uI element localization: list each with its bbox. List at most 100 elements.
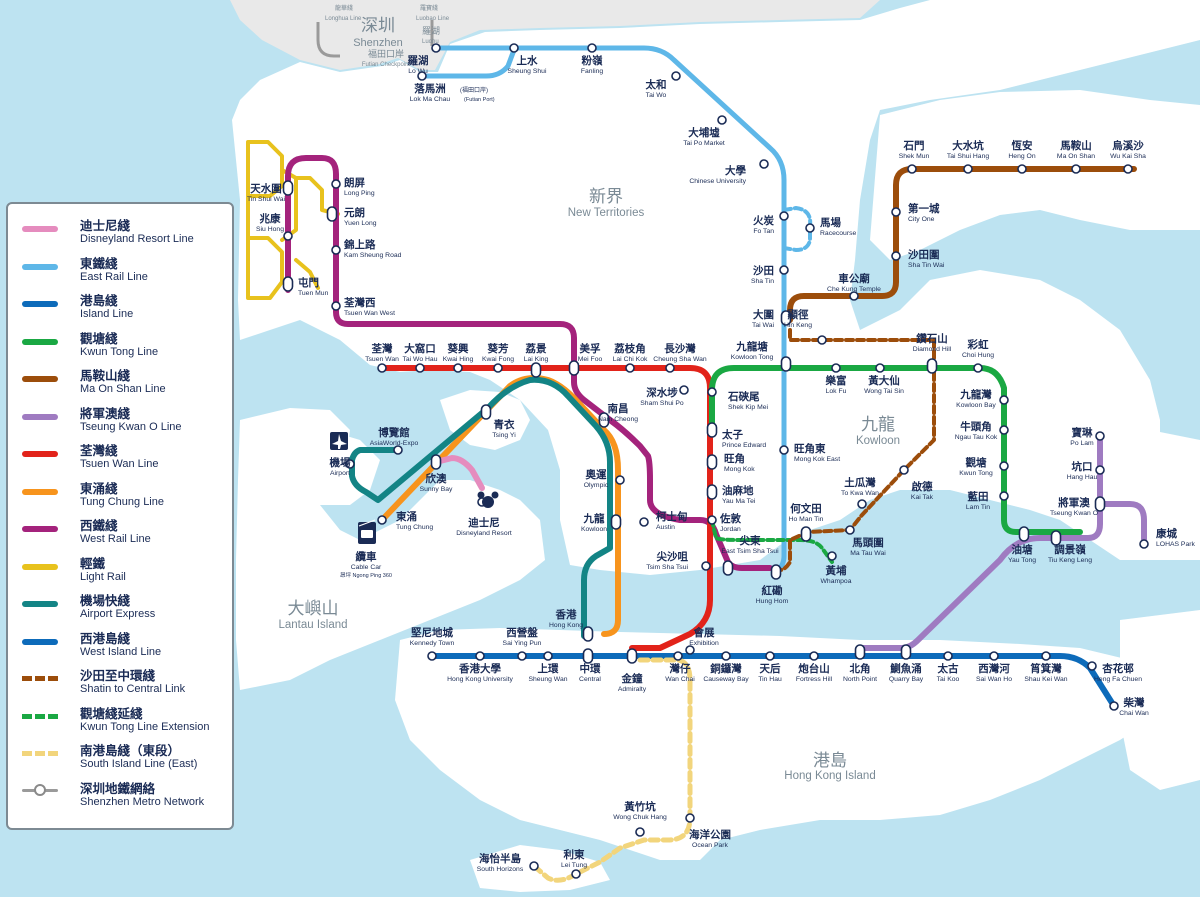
legend-swatch: [22, 563, 58, 570]
station-lmc[interactable]: 落馬洲(福田口岸)Lok Ma Chau(Futian Port): [410, 71, 495, 103]
kt-extension-line: [710, 518, 834, 564]
